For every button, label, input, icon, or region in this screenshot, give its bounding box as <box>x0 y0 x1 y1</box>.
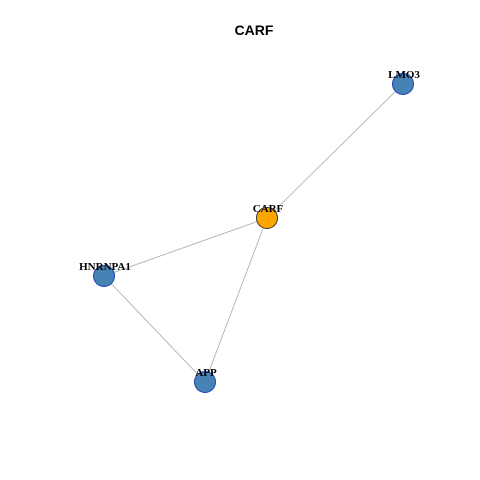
node-label-hnrnpa1: HNRNPA1 <box>79 261 131 273</box>
edge-carf-app <box>204 217 268 383</box>
edges-layer <box>103 83 404 383</box>
graph-title: CARF <box>235 22 274 38</box>
nodes-layer <box>93 73 414 393</box>
node-lmo3 <box>392 73 414 95</box>
node-carf <box>256 207 278 229</box>
edge-carf-lmo3 <box>266 83 404 219</box>
node-label-lmo3: LMO3 <box>388 69 420 81</box>
node-hnrnpa1 <box>93 265 115 287</box>
edge-carf-hnrnpa1 <box>103 217 268 277</box>
node-label-carf: CARF <box>253 203 284 215</box>
node-app <box>194 371 216 393</box>
node-label-app: APP <box>195 367 217 379</box>
edge-hnrnpa1-app <box>103 275 206 383</box>
